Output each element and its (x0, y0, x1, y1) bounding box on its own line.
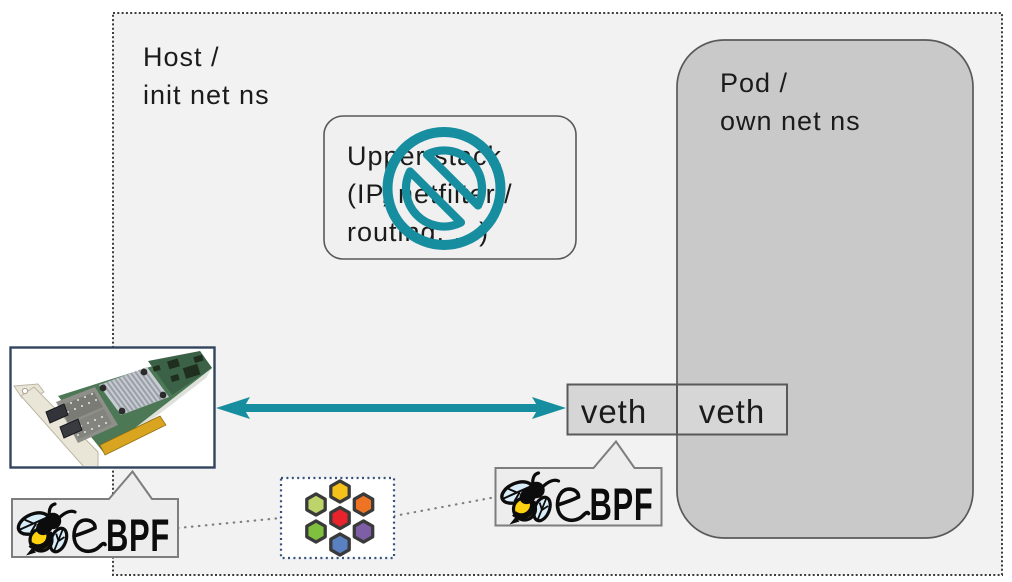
svg-text:Pod /: Pod / (720, 68, 788, 98)
svg-text:own net ns: own net ns (720, 106, 861, 136)
svg-text:veth: veth (699, 393, 765, 430)
svg-text:init net ns: init net ns (143, 80, 270, 110)
svg-text:veth: veth (581, 393, 647, 430)
svg-text:Host /: Host / (143, 42, 220, 72)
